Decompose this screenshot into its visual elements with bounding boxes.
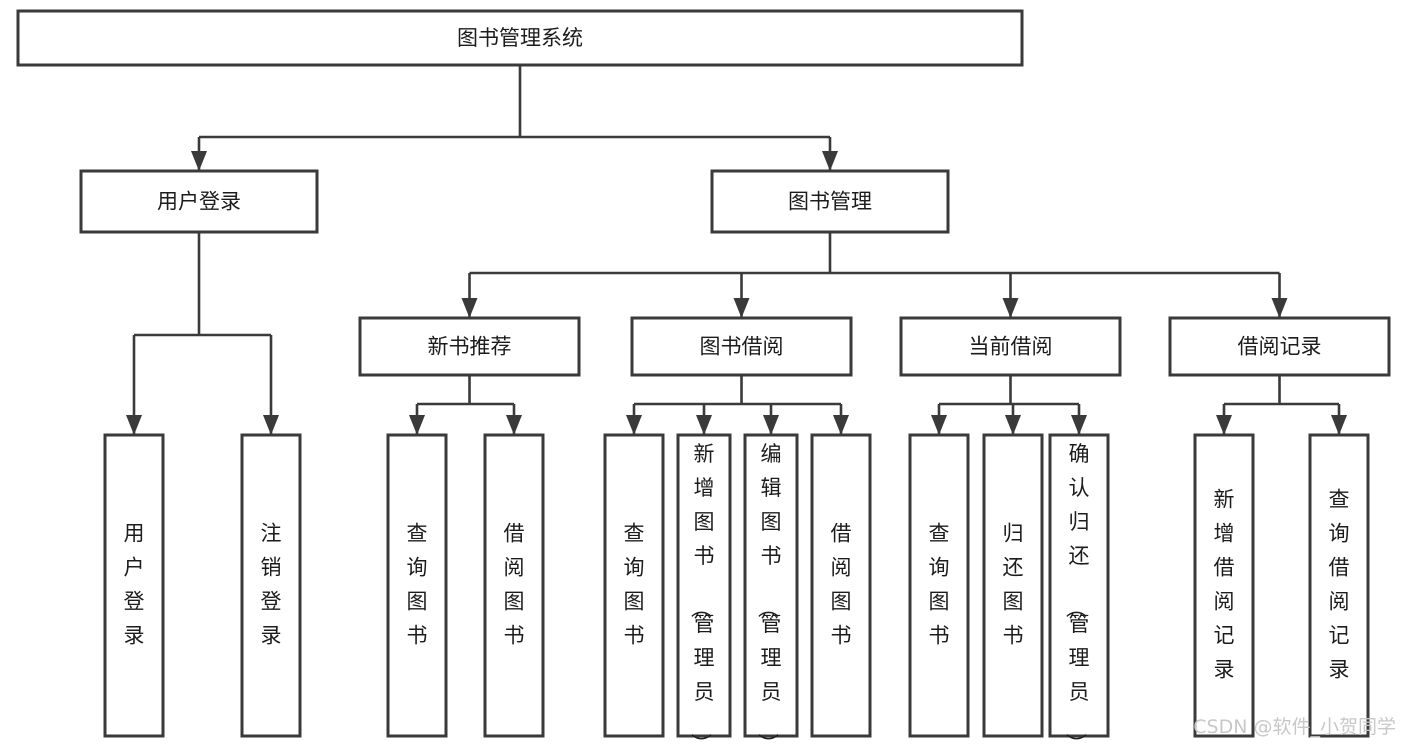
node-box-borrow-record[interactable] xyxy=(1168,316,1391,377)
node-leaf-user-login[interactable]: 用户登录 xyxy=(103,433,165,738)
node-box-leaf-query-book-3[interactable] xyxy=(908,433,970,738)
node-label-book-borrow: 图书借阅 xyxy=(700,335,784,359)
connector-layer xyxy=(126,65,1347,435)
node-label-borrow-record: 借阅记录 xyxy=(1238,335,1322,359)
node-box-leaf-return-book[interactable] xyxy=(982,433,1044,738)
arrow-head-icon xyxy=(833,415,849,435)
node-label-user-login: 用户登录 xyxy=(157,190,241,214)
node-box-new-book-recommend[interactable] xyxy=(358,316,581,377)
node-label-leaf-return-book: 归还图书 xyxy=(1003,522,1024,648)
arrow-head-icon xyxy=(263,415,279,435)
node-label-leaf-edit-book-admin: 编辑图书（管理员） xyxy=(756,442,782,747)
node-current-borrow[interactable]: 当前借阅 xyxy=(899,316,1122,377)
csdn-watermark: CSDN @软件_小贺同学 xyxy=(1193,716,1396,738)
arrow-head-icon xyxy=(1002,298,1019,318)
node-box-book-manage[interactable] xyxy=(710,169,950,234)
arrow-head-icon xyxy=(763,415,779,435)
node-new-book-recommend[interactable]: 新书推荐 xyxy=(358,316,581,377)
node-label-new-book-recommend: 新书推荐 xyxy=(428,335,512,359)
node-box-leaf-user-login[interactable] xyxy=(103,433,165,738)
arrow-head-icon xyxy=(696,415,712,435)
node-label-leaf-borrow-book-2: 借阅图书 xyxy=(831,522,852,648)
arrow-head-icon xyxy=(461,298,478,318)
node-label-leaf-add-book-admin: 新增图书（管理员） xyxy=(689,442,715,747)
node-box-root[interactable] xyxy=(16,9,1024,67)
arrow-head-icon xyxy=(626,415,642,435)
node-user-login[interactable]: 用户登录 xyxy=(79,169,319,234)
node-borrow-record[interactable]: 借阅记录 xyxy=(1168,316,1391,377)
node-label-leaf-query-borrow-record: 查询借阅记录 xyxy=(1329,488,1350,682)
node-leaf-borrow-book-1[interactable]: 借阅图书 xyxy=(483,433,545,738)
node-label-leaf-query-book-1: 查询图书 xyxy=(407,522,428,648)
node-box-leaf-add-book-admin[interactable] xyxy=(676,433,732,738)
node-box-leaf-query-book-1[interactable] xyxy=(386,433,448,738)
node-leaf-edit-book-admin[interactable]: 编辑图书（管理员） xyxy=(743,433,799,747)
node-leaf-query-book-2[interactable]: 查询图书 xyxy=(603,433,665,738)
node-label-leaf-user-login: 用户登录 xyxy=(124,522,145,648)
node-box-leaf-borrow-book-2[interactable] xyxy=(810,433,872,738)
node-box-leaf-query-borrow-record[interactable] xyxy=(1308,433,1370,738)
node-box-leaf-add-borrow-record[interactable] xyxy=(1193,433,1255,738)
node-leaf-borrow-book-2[interactable]: 借阅图书 xyxy=(810,433,872,738)
node-leaf-query-book-1[interactable]: 查询图书 xyxy=(386,433,448,738)
arrow-head-icon xyxy=(126,415,142,435)
node-box-leaf-confirm-return-admin[interactable] xyxy=(1048,433,1110,738)
node-book-borrow[interactable]: 图书借阅 xyxy=(630,316,853,377)
node-label-leaf-add-borrow-record: 新增借阅记录 xyxy=(1214,488,1235,682)
arrow-head-icon xyxy=(733,298,750,318)
node-label-leaf-borrow-book-1: 借阅图书 xyxy=(504,522,525,648)
arrow-head-icon xyxy=(1005,415,1021,435)
node-label-book-manage: 图书管理 xyxy=(788,190,872,214)
arrow-head-icon xyxy=(822,151,838,171)
node-leaf-confirm-return-admin[interactable]: 确认归还（管理员） xyxy=(1048,433,1110,747)
arrow-head-icon xyxy=(191,151,207,171)
arrow-head-icon xyxy=(1071,415,1087,435)
node-label-root: 图书管理系统 xyxy=(457,26,583,50)
node-box-user-login[interactable] xyxy=(79,169,319,234)
node-box-leaf-edit-book-admin[interactable] xyxy=(743,433,799,738)
node-leaf-return-book[interactable]: 归还图书 xyxy=(982,433,1044,738)
arrow-head-icon xyxy=(409,415,425,435)
node-leaf-query-borrow-record[interactable]: 查询借阅记录 xyxy=(1308,433,1370,738)
node-box-book-borrow[interactable] xyxy=(630,316,853,377)
node-leaf-add-borrow-record[interactable]: 新增借阅记录 xyxy=(1193,433,1255,738)
node-layer: 图书管理系统用户登录图书管理新书推荐图书借阅当前借阅借阅记录用户登录注销登录查询… xyxy=(16,9,1391,747)
node-label-leaf-query-book-2: 查询图书 xyxy=(624,522,645,648)
node-book-manage[interactable]: 图书管理 xyxy=(710,169,950,234)
node-box-leaf-logout-login[interactable] xyxy=(240,433,302,738)
node-leaf-add-book-admin[interactable]: 新增图书（管理员） xyxy=(676,433,732,747)
node-label-leaf-confirm-return-admin: 确认归还（管理员） xyxy=(1064,442,1090,747)
arrow-head-icon xyxy=(506,415,522,435)
arrow-head-icon xyxy=(931,415,947,435)
node-root[interactable]: 图书管理系统 xyxy=(16,9,1024,67)
node-label-current-borrow: 当前借阅 xyxy=(969,335,1053,359)
node-box-leaf-query-book-2[interactable] xyxy=(603,433,665,738)
node-label-leaf-query-book-3: 查询图书 xyxy=(929,522,950,648)
node-label-leaf-logout-login: 注销登录 xyxy=(261,522,282,648)
node-box-leaf-borrow-book-1[interactable] xyxy=(483,433,545,738)
node-leaf-query-book-3[interactable]: 查询图书 xyxy=(908,433,970,738)
node-leaf-logout-login[interactable]: 注销登录 xyxy=(240,433,302,738)
node-box-current-borrow[interactable] xyxy=(899,316,1122,377)
arrow-head-icon xyxy=(1216,415,1232,435)
arrow-head-icon xyxy=(1331,415,1347,435)
arrow-head-icon xyxy=(1271,298,1288,318)
